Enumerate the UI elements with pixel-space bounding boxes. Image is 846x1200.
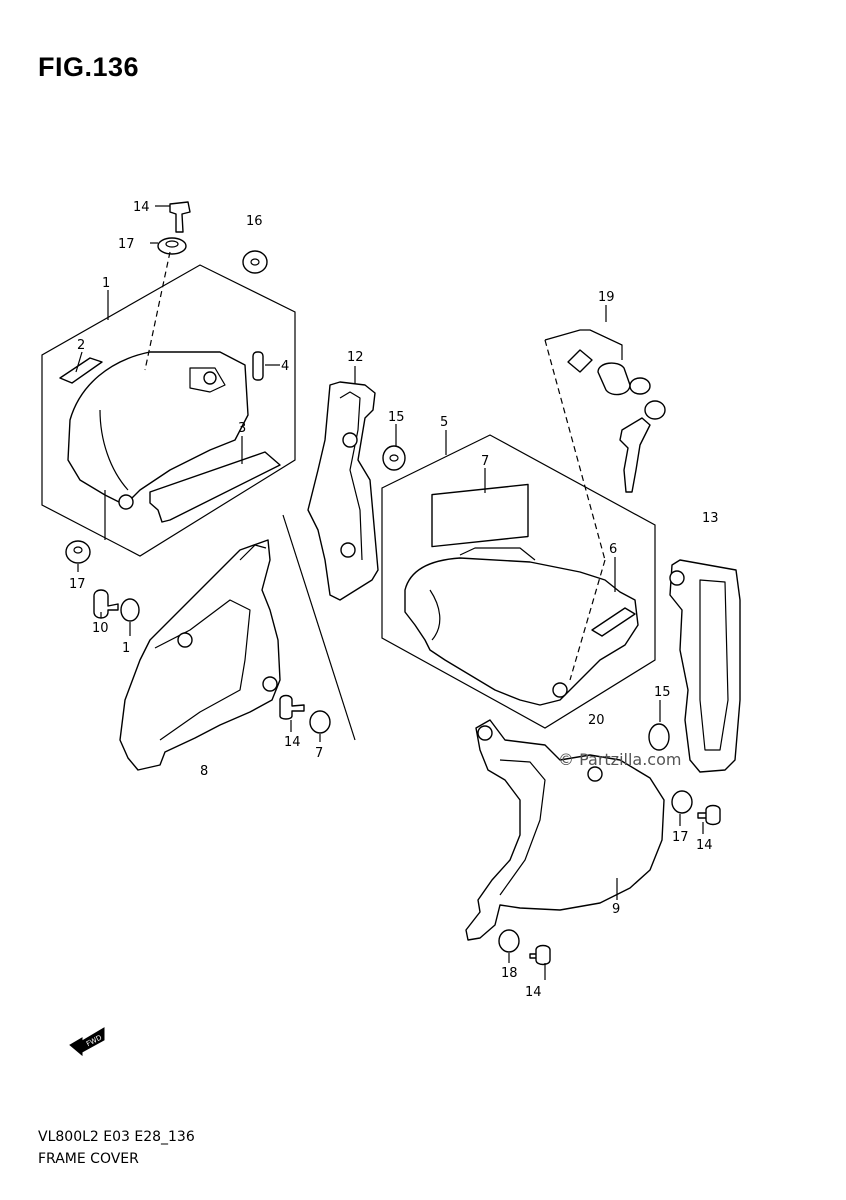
part-grommet-1-small [120, 598, 140, 622]
part-grommet-15-center [382, 445, 406, 471]
callout: 9 [612, 902, 620, 917]
callout: 18 [501, 966, 518, 981]
part-lock-ring [567, 349, 593, 373]
callout: 10 [92, 621, 109, 636]
callout: 1 [122, 641, 130, 656]
callout: 14 [284, 735, 301, 750]
part-grommet-17-left [65, 540, 91, 564]
part-frame-cover-lower-right [465, 719, 665, 941]
callout: 20 [588, 713, 605, 728]
fwd-arrow-icon: FWD [69, 1027, 105, 1057]
part-bolt-14-right [697, 804, 721, 826]
part-pad [59, 357, 103, 384]
callout: 16 [246, 214, 263, 229]
footer-diagram-code: VL800L2 E03 E28_136 [38, 1129, 195, 1145]
callout: 3 [238, 421, 246, 436]
callout: 7 [481, 454, 489, 469]
part-bracket-13 [669, 559, 741, 773]
callout: 4 [281, 359, 289, 374]
callout: 15 [654, 685, 671, 700]
callout: 17 [69, 577, 86, 592]
part-pin [252, 351, 264, 381]
part-grommet-17-right [671, 790, 693, 814]
part-emblem-6 [591, 607, 636, 637]
lock-group-bracket [544, 329, 623, 346]
callout: 5 [440, 415, 448, 430]
callout: 7 [315, 746, 323, 761]
part-bolt-14-mid [279, 694, 305, 720]
part-bracket-12 [307, 381, 379, 601]
part-grommet-18 [498, 929, 520, 953]
callout: 14 [133, 200, 150, 215]
group-frame-5 [381, 434, 656, 729]
svg-text:FWD: FWD [85, 1034, 103, 1049]
callout-numbers: 14 16 17 1 2 4 3 17 10 1 12 15 5 7 19 6 … [69, 200, 719, 1000]
callout: 12 [347, 350, 364, 365]
part-frame-cover-right [404, 557, 639, 706]
part-key [619, 417, 651, 493]
callout: 1 [102, 276, 110, 291]
footer-diagram-name: FRAME COVER [38, 1151, 139, 1167]
callout: 13 [702, 511, 719, 526]
callout: 17 [672, 830, 689, 845]
part-frame-cover-lower-left [119, 539, 281, 771]
callout: 6 [609, 542, 617, 557]
watermark: © Partzilla.com [558, 750, 681, 769]
part-lock-cylinder [597, 362, 631, 396]
callout: 14 [525, 985, 542, 1000]
part-bolt-14-bottom [529, 944, 551, 966]
part-plate [149, 451, 281, 523]
part-grommet-7-mid [309, 710, 331, 734]
part-grommet-16 [242, 250, 268, 274]
part-grommet-15-right [648, 723, 670, 751]
callout: 15 [388, 410, 405, 425]
part-label-sticker [431, 483, 529, 548]
group-frame-1 [41, 264, 296, 557]
part-grommet-top [157, 237, 187, 255]
callout: 17 [118, 237, 135, 252]
part-screw-top [169, 201, 191, 233]
callout: 2 [77, 338, 85, 353]
callout: 8 [200, 764, 208, 779]
figure-title: FIG.136 [38, 52, 140, 82]
part-bolt-10 [93, 589, 119, 619]
callout: 19 [598, 290, 615, 305]
callout: 14 [696, 838, 713, 853]
